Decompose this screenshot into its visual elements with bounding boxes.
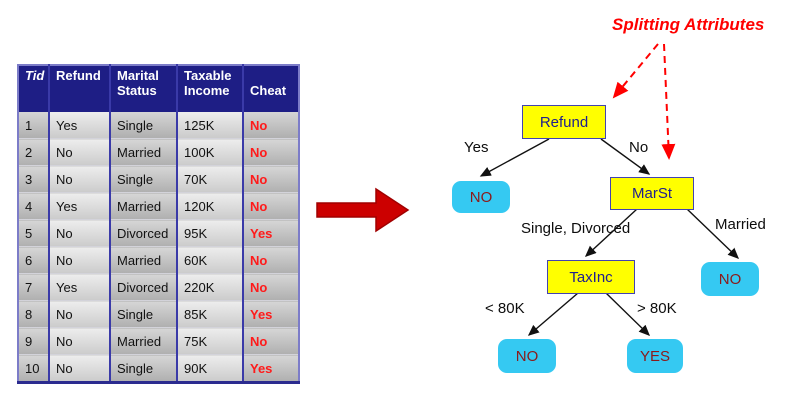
transform-arrow-icon: [316, 187, 410, 233]
header-line: Cheat: [250, 83, 287, 98]
table-cell: No: [242, 192, 299, 220]
column-header-marital: Marital Status: [109, 65, 177, 112]
table-cell: No: [242, 138, 299, 166]
edge-taxinc-lt80: [527, 292, 579, 336]
tree-node-taxinc: TaxInc: [547, 260, 635, 294]
table-cell: Single: [109, 165, 177, 193]
tree-leaf-no-married: NO: [701, 262, 759, 296]
tree-leaf-yes-gt80: YES: [627, 339, 683, 373]
table-cell: Single: [109, 354, 177, 383]
table-cell: No: [242, 327, 299, 355]
table-cell: 220K: [176, 273, 243, 301]
annotation-arrow-refund: [612, 43, 659, 99]
table-header: Tid Refund Marital Status Taxable Income…: [18, 65, 299, 112]
table-cell: Divorced: [109, 273, 177, 301]
column-header-taxable: Taxable Income: [176, 65, 243, 112]
table-cell: 8: [18, 300, 49, 328]
table-cell: No: [48, 165, 110, 193]
table-cell: Yes: [242, 354, 299, 383]
training-data-table: Tid Refund Marital Status Taxable Income…: [17, 64, 300, 384]
tree-node-refund: Refund: [522, 105, 606, 139]
table-cell: 5: [18, 219, 49, 247]
table-cell: 9: [18, 327, 49, 355]
table-cell: 100K: [176, 138, 243, 166]
table-cell: 70K: [176, 165, 243, 193]
table-cell: Married: [109, 192, 177, 220]
table-cell: 3: [18, 165, 49, 193]
column-header-tid: Tid: [18, 65, 49, 112]
tree-leaf-no-lt80: NO: [498, 339, 556, 373]
edge-label-lt80k: < 80K: [485, 300, 525, 317]
edge-label-no: No: [629, 139, 649, 156]
edge-label-single-divorced: Single, Divorced: [521, 220, 631, 237]
table-cell: 95K: [176, 219, 243, 247]
table-cell: 6: [18, 246, 49, 274]
header-line: Status: [117, 83, 157, 98]
tree-leaf-no-refund-yes: NO: [452, 181, 510, 213]
table-cell: 1: [18, 112, 49, 139]
table-cell: Yes: [48, 273, 110, 301]
table-cell: Married: [109, 246, 177, 274]
table-cell: Yes: [242, 219, 299, 247]
header-line: Taxable: [184, 68, 232, 83]
table-cell: No: [242, 165, 299, 193]
header-line: Income: [184, 83, 230, 98]
table-cell: Divorced: [109, 219, 177, 247]
table-cell: 90K: [176, 354, 243, 383]
table-cell: 10: [18, 354, 49, 383]
edge-label-married: Married: [715, 216, 766, 233]
splitting-attributes-label: Splitting Attributes: [612, 15, 765, 34]
table-cell: 2: [18, 138, 49, 166]
column-header-cheat: Cheat: [242, 65, 299, 112]
spacer: [250, 68, 298, 83]
table-cell: 4: [18, 192, 49, 220]
table-cell: 7: [18, 273, 49, 301]
annotation-arrow-marst: [661, 43, 676, 160]
table-header-row: Tid Refund Marital Status Taxable Income…: [18, 65, 299, 112]
table-cell: 120K: [176, 192, 243, 220]
table-cell: No: [48, 354, 110, 383]
table-cell: No: [242, 246, 299, 274]
table-cell: 60K: [176, 246, 243, 274]
table-cell: No: [48, 138, 110, 166]
table-cell: No: [48, 300, 110, 328]
table-cell: Yes: [242, 300, 299, 328]
edge-refund-yes: [479, 138, 550, 177]
table-cell: 85K: [176, 300, 243, 328]
table-cell: No: [48, 246, 110, 274]
table-cell: Yes: [48, 192, 110, 220]
table-cell: Single: [109, 300, 177, 328]
table-cell: Married: [109, 138, 177, 166]
edge-label-gt80k: > 80K: [637, 300, 677, 317]
table-cell: No: [242, 273, 299, 301]
table-cell: Married: [109, 327, 177, 355]
table-cell: No: [48, 219, 110, 247]
tree-node-marst: MarSt: [610, 177, 694, 210]
edge-label-yes: Yes: [464, 139, 489, 156]
table-cell: 75K: [176, 327, 243, 355]
column-header-refund: Refund: [48, 65, 110, 112]
table-cell: No: [242, 112, 299, 139]
header-line: Marital: [117, 68, 159, 83]
table-cell: 125K: [176, 112, 243, 139]
table-cell: No: [48, 327, 110, 355]
table-cell: Single: [109, 112, 177, 139]
table-cell: Yes: [48, 112, 110, 139]
